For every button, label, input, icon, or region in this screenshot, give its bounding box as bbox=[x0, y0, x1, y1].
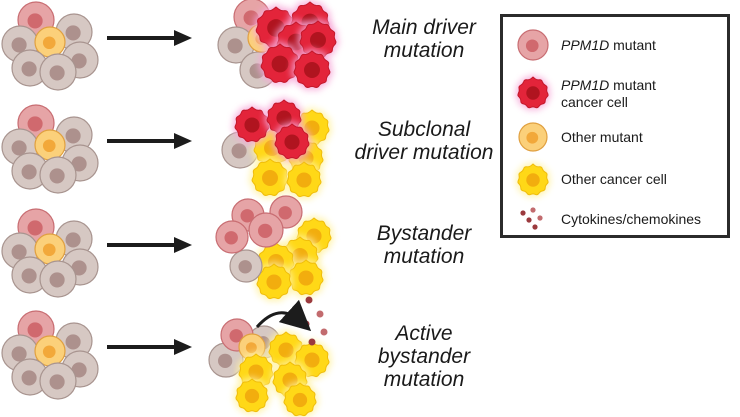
normal-cell bbox=[11, 256, 49, 294]
progression-arrow bbox=[107, 133, 192, 149]
legend-other-mutant-icon bbox=[518, 122, 548, 152]
progression-arrow bbox=[107, 30, 192, 46]
row-label-bystander: Bystander mutation bbox=[339, 222, 509, 268]
healthy-cluster bbox=[1, 104, 99, 194]
arrow-layer bbox=[107, 30, 312, 355]
row-label-main-driver: Main driver mutation bbox=[339, 16, 509, 62]
outcome-cluster-bystander bbox=[215, 195, 335, 302]
healthy-cluster bbox=[1, 1, 99, 91]
other-cancer-cell bbox=[253, 260, 295, 302]
cytokine-dot bbox=[320, 328, 328, 336]
normal-cell bbox=[11, 152, 49, 190]
legend-text: Other cancer cell bbox=[561, 171, 667, 187]
legend-cytokines-label: Cytokines/chemokines bbox=[561, 211, 701, 228]
healthy-cluster bbox=[1, 310, 99, 400]
ppm1d-mutant-cell bbox=[248, 212, 284, 248]
normal-cell bbox=[11, 49, 49, 87]
legend-text: Cytokines/chemokines bbox=[561, 211, 702, 227]
cytokine-dot bbox=[305, 296, 313, 304]
legend-text-line2: cancer cell bbox=[561, 94, 628, 110]
outcome-cluster-subclonal-driver bbox=[221, 96, 333, 200]
normal-cell bbox=[217, 26, 255, 64]
row-label-line: mutation bbox=[383, 245, 465, 268]
legend-cytokines-icon bbox=[520, 207, 543, 230]
signal-curve-arrow bbox=[255, 299, 312, 332]
normal-cell bbox=[39, 362, 77, 400]
row-label-line: Bystander bbox=[376, 222, 472, 245]
outcome-cluster-main-driver bbox=[217, 0, 340, 91]
legend-ppm1d-cancer-label: PPM1D mutant cancer cell bbox=[561, 77, 656, 111]
cytokine-dot bbox=[294, 310, 300, 316]
ppm1d-cancer-cell bbox=[231, 103, 273, 145]
other-cancer-cell bbox=[233, 375, 271, 415]
cytokine-dot bbox=[308, 338, 316, 346]
legend-ppm1d-mutant-icon bbox=[517, 29, 549, 61]
healthy-cluster bbox=[1, 208, 99, 298]
progression-arrow bbox=[107, 339, 192, 355]
legend-ppm1d-mutant-label: PPM1D mutant bbox=[561, 37, 656, 54]
ppm1d-mutant-cell bbox=[215, 220, 249, 254]
outcome-cluster-active-bystander bbox=[208, 318, 333, 417]
row-label-line: mutation bbox=[383, 39, 465, 62]
row-label-line: Active bbox=[395, 322, 453, 345]
other-mutant-cell bbox=[34, 335, 66, 367]
row-label-line: Subclonal bbox=[377, 118, 471, 141]
other-mutant-cell bbox=[34, 26, 66, 58]
legend-text-rest: mutant bbox=[609, 77, 656, 93]
legend-text: Other mutant bbox=[561, 129, 643, 145]
legend-box: PPM1D mutant PPM1D mutant cancer cell Ot… bbox=[500, 14, 730, 238]
legend-other-cancer-label: Other cancer cell bbox=[561, 171, 667, 188]
other-mutant-cell bbox=[34, 233, 66, 265]
other-cancer-cell bbox=[248, 155, 292, 199]
row-label-subclonal-driver: Subclonal driver mutation bbox=[339, 118, 509, 164]
row-label-line: Main driver bbox=[372, 16, 476, 39]
row-label-line: mutation bbox=[383, 368, 465, 391]
normal-cell bbox=[39, 53, 77, 91]
gene-name: PPM1D bbox=[561, 37, 610, 53]
cytokine-dot bbox=[302, 320, 310, 328]
row-label-active-bystander: Active bystander mutation bbox=[339, 322, 509, 391]
legend-other-mutant-label: Other mutant bbox=[561, 129, 643, 146]
other-cancer-cell bbox=[281, 379, 319, 417]
normal-cell bbox=[39, 260, 77, 298]
legend-ppm1d-cancer-icon bbox=[515, 74, 551, 111]
other-cancer-cell bbox=[283, 158, 325, 200]
row-label-line: driver mutation bbox=[354, 141, 494, 164]
row-label-line: bystander bbox=[377, 345, 471, 368]
legend-text-rest: mutant bbox=[609, 37, 656, 53]
cell-layer bbox=[1, 0, 340, 417]
other-cancer-cell bbox=[285, 256, 327, 298]
ppm1d-cancer-cell bbox=[290, 47, 334, 91]
normal-cell bbox=[39, 156, 77, 194]
ppm1d-cancer-cell bbox=[257, 40, 303, 86]
legend-other-cancer-icon bbox=[515, 161, 551, 198]
gene-name: PPM1D bbox=[561, 77, 610, 93]
cytokine-dot bbox=[316, 310, 324, 318]
progression-arrow bbox=[107, 237, 192, 253]
ppm1d-cancer-cell bbox=[271, 120, 313, 162]
normal-cell bbox=[229, 249, 263, 283]
legend-icons bbox=[515, 29, 551, 230]
